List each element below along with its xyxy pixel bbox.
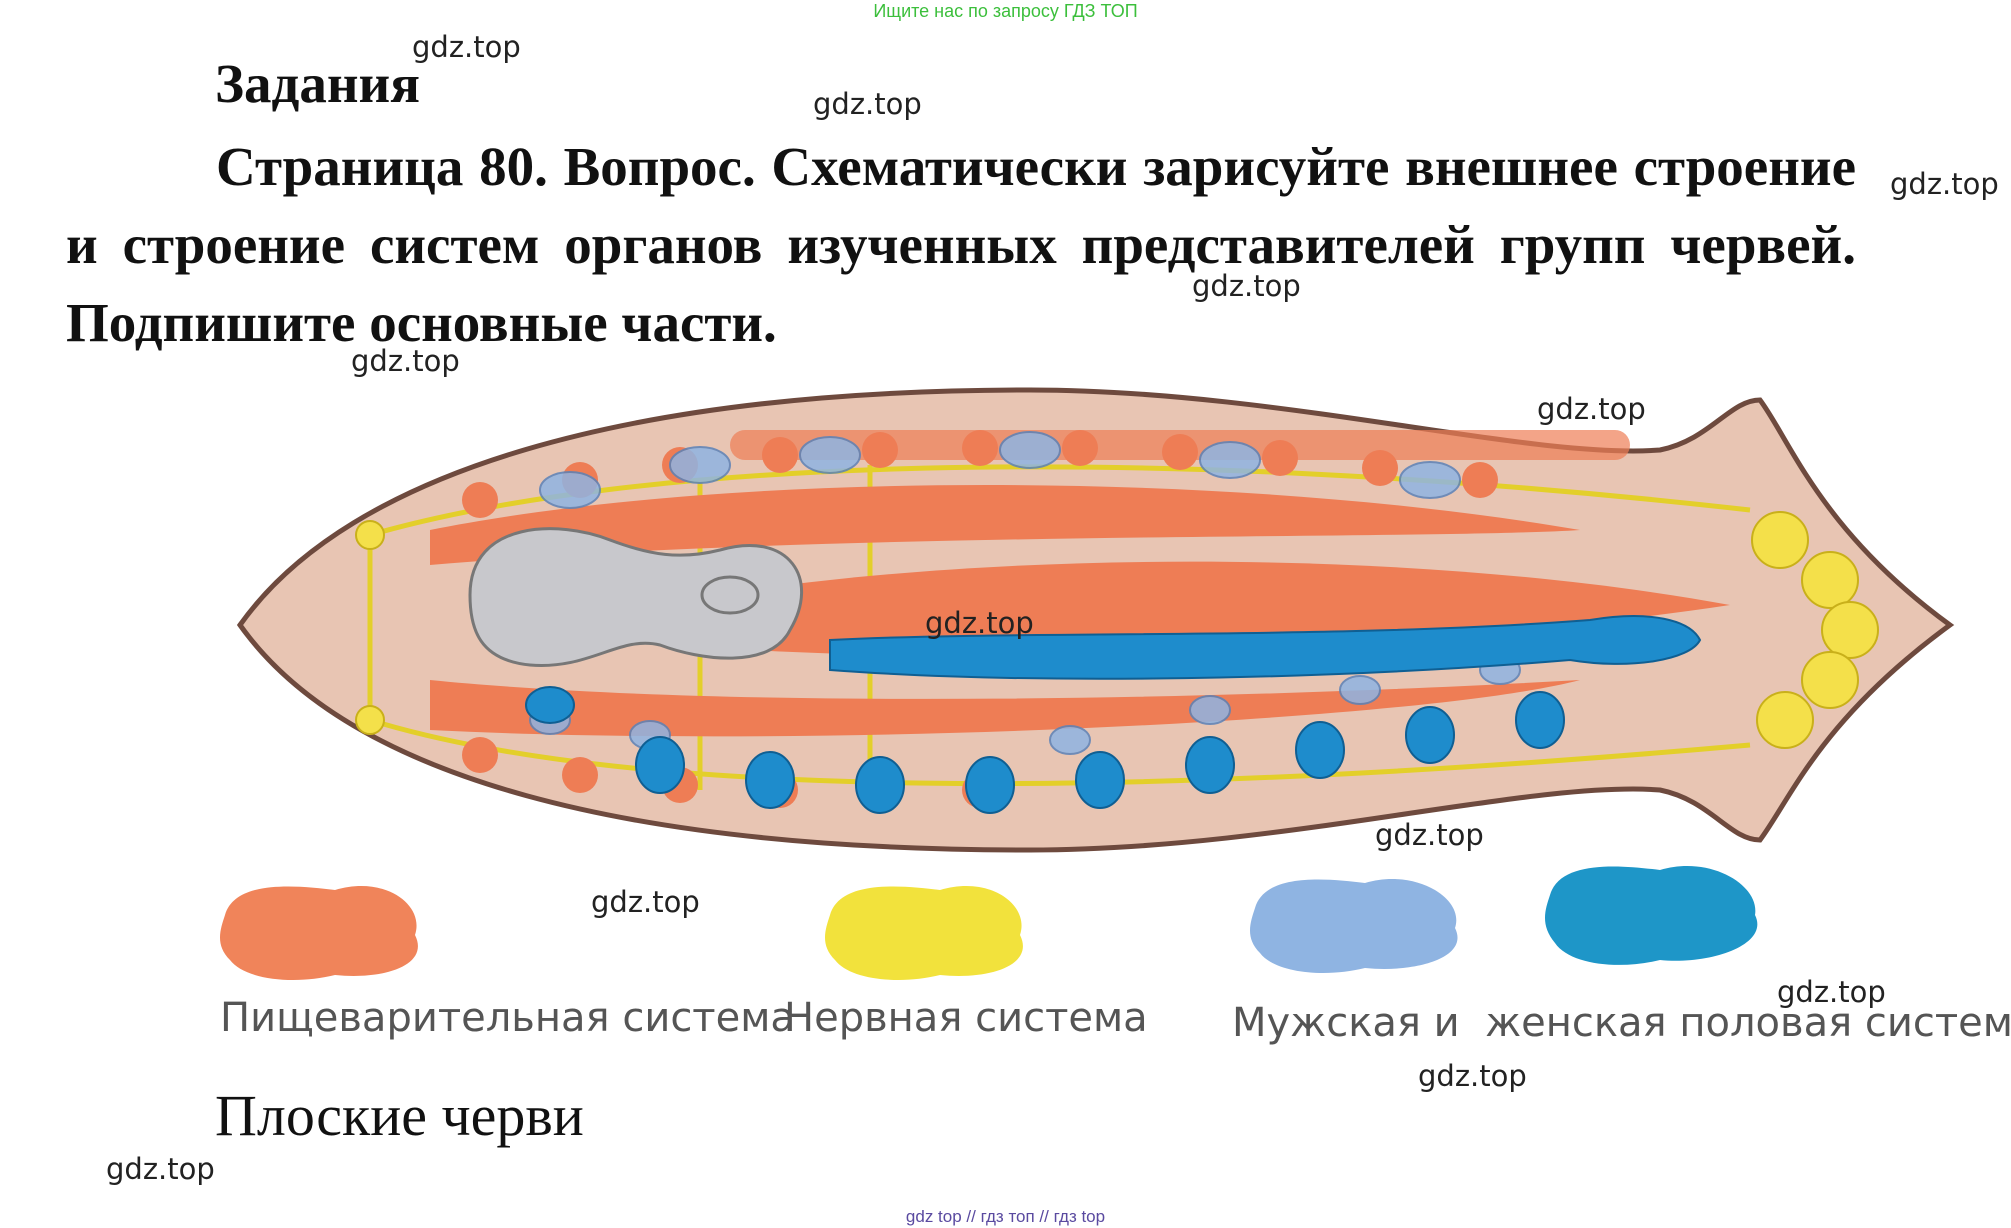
nerve-ganglia	[355, 511, 1879, 749]
legend-swatch-digestive	[220, 886, 418, 980]
pharynx	[468, 527, 803, 667]
digestive-system	[430, 430, 1730, 737]
legend-swatch-female	[1545, 866, 1758, 965]
figure-caption: Плоские черви	[215, 1083, 584, 1148]
page-heading: Задания	[215, 53, 420, 114]
legend-swatch-nervous	[825, 886, 1023, 980]
watermark: gdz.top	[591, 885, 700, 919]
watermark: gdz.top	[351, 344, 460, 378]
flatworm-illustration	[236, 387, 1955, 853]
watermark: gdz.top	[1537, 392, 1646, 426]
legend-label-digestive: Пищеварительная система	[220, 995, 795, 1041]
watermark: gdz.top	[1375, 818, 1484, 852]
legend-label-nervous: Нервная система	[784, 995, 1148, 1041]
watermark: gdz.top	[1418, 1059, 1527, 1093]
legend-label-reproductive: Мужская и женская половая система	[1232, 1000, 2011, 1046]
footer-links[interactable]: gdz top // гдз топ // гдз top	[905, 1207, 1106, 1226]
watermark: gdz.top	[1192, 269, 1301, 303]
top-banner[interactable]: Ищите нас по запросу ГДЗ ТОП	[873, 1, 1138, 21]
watermark: gdz.top	[925, 606, 1034, 640]
legend-swatch-male	[1250, 879, 1458, 973]
watermark: gdz.top	[813, 87, 922, 121]
watermark: gdz.top	[106, 1152, 215, 1186]
question-text: Страница 80. Вопрос. Схематически зарису…	[66, 136, 1856, 353]
watermark: gdz.top	[412, 30, 521, 64]
watermark: gdz.top	[1890, 167, 1999, 201]
watermark: gdz.top	[1777, 975, 1886, 1009]
female-reproductive-system	[525, 615, 1702, 814]
